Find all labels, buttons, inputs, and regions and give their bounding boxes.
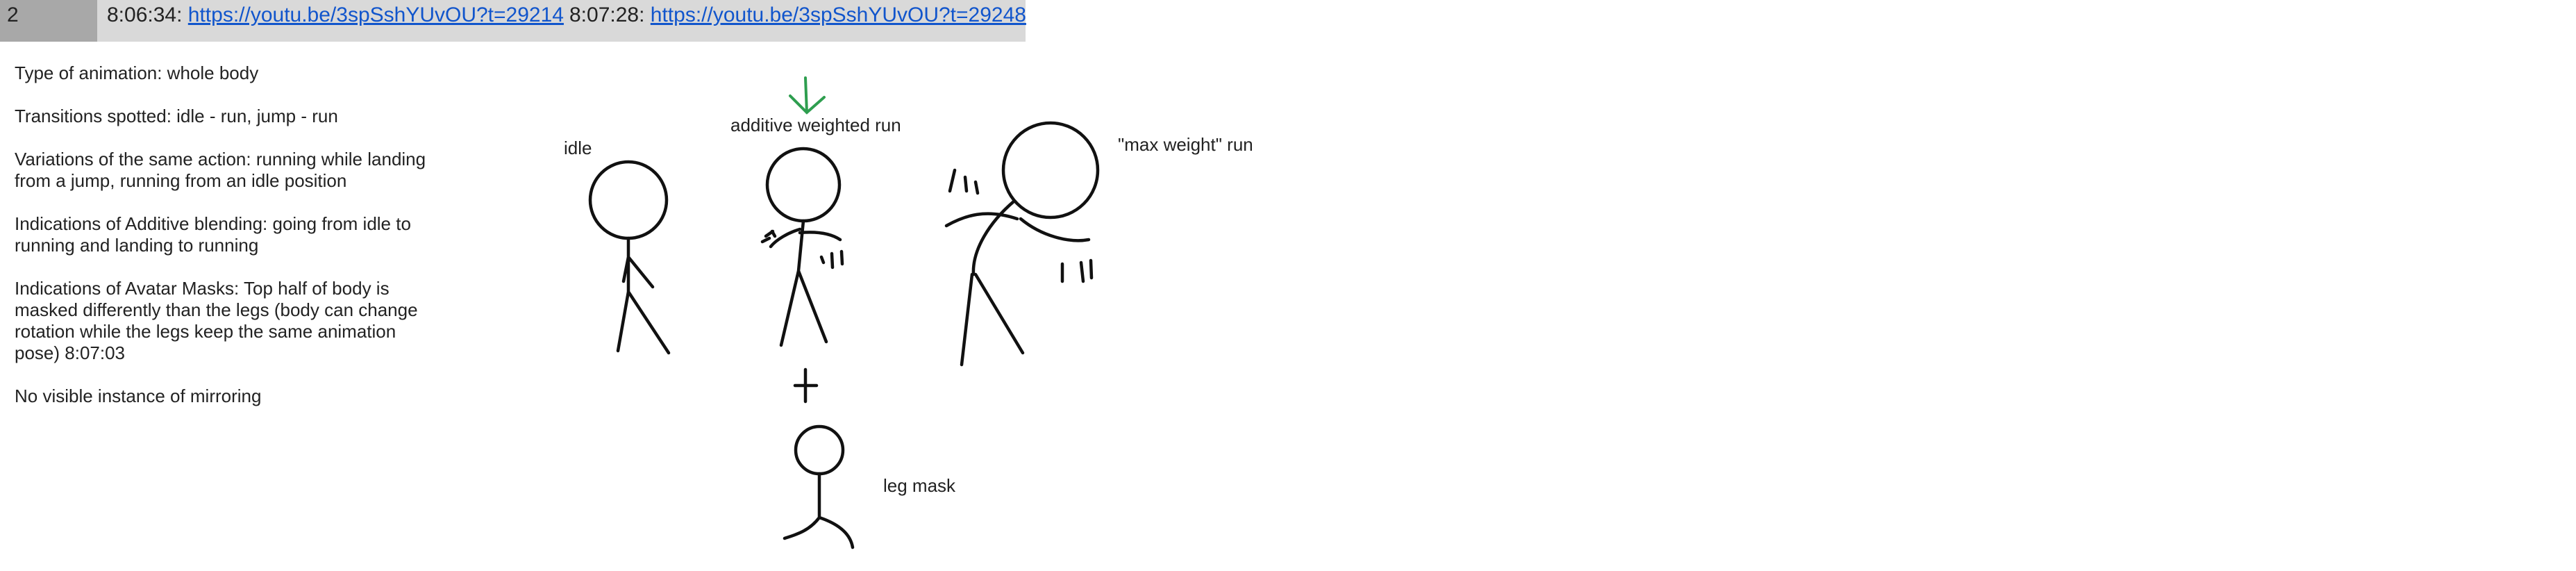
timestamp-cell-1[interactable]: 8:06:34: https://youtu.be/3spSshYUvOU?t=… [107, 0, 564, 42]
label-idle: idle [564, 138, 592, 158]
note-transitions: Transitions spotted: idle - run, jump - … [15, 106, 338, 126]
label-additive-weighted-run: additive weighted run [730, 115, 901, 135]
note-variations: Variations of the same action: running w… [15, 149, 426, 191]
label-leg-mask: leg mask [883, 475, 956, 496]
note-additive-blending: Indications of Additive blending: going … [15, 213, 411, 256]
note-avatar-masks: Indications of Avatar Masks: Top half of… [15, 278, 418, 363]
timestamp-2-link[interactable]: https://youtu.be/3spSshYUvOU?t=29248 [650, 3, 1026, 26]
timestamp-1-link[interactable]: https://youtu.be/3spSshYUvOU?t=29214 [187, 3, 564, 26]
leg-mask-stick-figure [783, 424, 855, 549]
note-mirroring: No visible instance of mirroring [15, 386, 262, 406]
max-weight-run-stick-figure [944, 121, 1100, 367]
note-animation-type: Type of animation: whole body [15, 63, 259, 83]
plus-icon [793, 367, 819, 404]
timestamp-cell-2[interactable]: 8:07:28: https://youtu.be/3spSshYUvOU?t=… [569, 0, 1026, 42]
idle-stick-figure [588, 160, 671, 355]
weighted-run-stick-figure [760, 147, 844, 347]
timestamp-2-time: 8:07:28: [569, 3, 645, 26]
down-arrow-icon [789, 76, 826, 115]
row-index-cell[interactable]: 2 [0, 0, 97, 42]
label-max-weight-run: "max weight" run [1118, 134, 1253, 155]
timestamp-1-time: 8:06:34: [107, 3, 183, 26]
notes-block: Type of animation: whole body Transition… [15, 63, 431, 429]
spreadsheet-row: 2 8:06:34: https://youtu.be/3spSshYUvOU?… [0, 0, 1026, 42]
